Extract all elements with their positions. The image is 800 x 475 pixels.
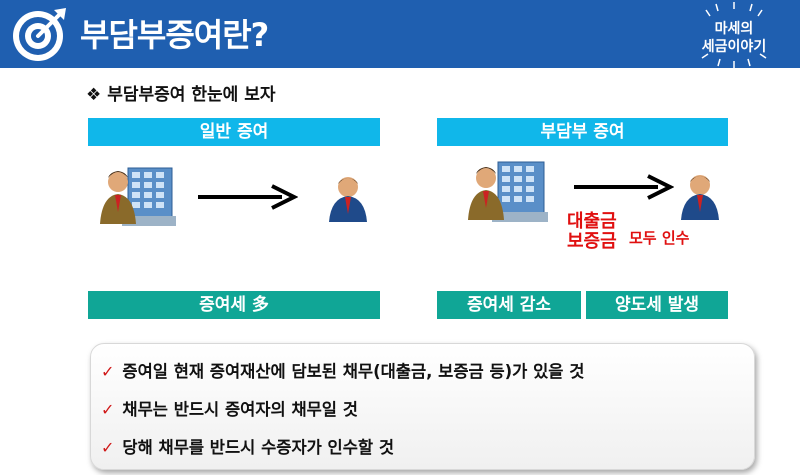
giver-with-building-icon <box>468 161 548 222</box>
subtitle-text: 부담부증여 한눈에 보자 <box>107 85 276 105</box>
giver-with-building-icon <box>100 167 176 226</box>
conditions-panel: ✓증여일 현재 증여재산에 담보된 채무(대출금, 보증금 등)가 있을 것 ✓… <box>90 343 755 470</box>
gift-arrow-icon <box>198 184 298 210</box>
bullet-diamond-icon: ❖ <box>86 85 102 105</box>
condition-item: ✓채무는 반드시 증여자의 채무일 것 <box>101 400 358 419</box>
sparkle-icon <box>701 2 767 68</box>
burdened-gift-heading: 부담부 증여 <box>437 118 728 146</box>
condition-item: ✓당해 채무를 반드시 수증자가 인수할 것 <box>101 438 395 457</box>
page-title: 부담부증여란? <box>80 16 269 54</box>
check-icon: ✓ <box>101 362 115 381</box>
logo-line2: 세금이야기 <box>701 39 767 55</box>
target-icon <box>13 8 66 61</box>
burdened-gift-footer-left: 증여세 감소 <box>437 291 581 319</box>
header-bar: 부담부증여란? 마세의 세금이야기 <box>0 0 800 68</box>
general-gift-heading: 일반 증여 <box>88 118 380 146</box>
general-gift-footer: 증여세 多 <box>88 291 380 319</box>
logo-line1: 마세의 <box>714 21 754 37</box>
check-icon: ✓ <box>101 400 115 419</box>
recipient-person-icon <box>329 177 367 222</box>
check-icon: ✓ <box>101 438 115 457</box>
gift-arrow-icon <box>574 174 674 200</box>
brand-logo: 마세의 세금이야기 <box>688 0 780 68</box>
assume-all-label: 모두 인수 <box>629 229 690 247</box>
recipient-person-icon <box>681 175 719 220</box>
loan-label: 대출금 보증금 <box>567 211 617 252</box>
section-subtitle: ❖부담부증여 한눈에 보자 <box>86 80 276 105</box>
burdened-gift-footer-right: 양도세 발생 <box>586 291 728 319</box>
condition-item: ✓증여일 현재 증여재산에 담보된 채무(대출금, 보증금 등)가 있을 것 <box>101 362 585 381</box>
